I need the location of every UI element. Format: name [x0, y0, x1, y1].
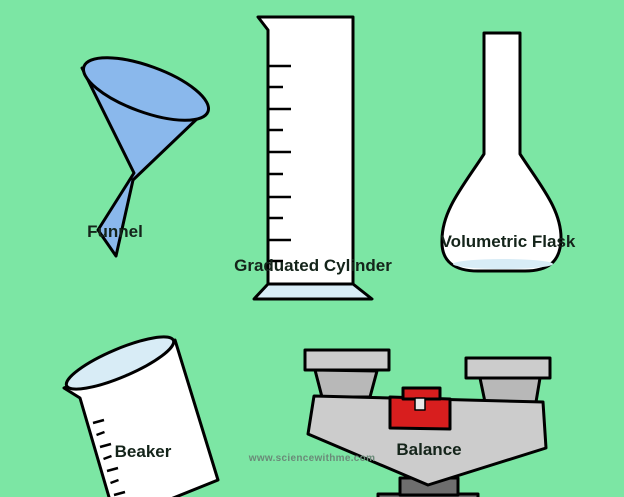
volumetric-flask-label: Volumetric Flask [440, 232, 576, 251]
website-url: www.sciencewithme.com [248, 453, 376, 464]
beaker-tick [96, 430, 105, 437]
beaker-label: Beaker [114, 442, 172, 461]
beaker-tick [110, 478, 119, 485]
beaker-tick [106, 466, 119, 473]
beaker-tick [103, 454, 112, 461]
beaker-tick [113, 490, 126, 497]
balance-icon [303, 348, 552, 497]
funnel-label: Funnel [87, 222, 143, 241]
funnel-icon [80, 56, 211, 258]
beaker-tick [92, 418, 105, 425]
beaker-icon [62, 335, 220, 497]
graduated-cylinder-label: Graduated Cylinder [234, 256, 392, 275]
balance-label: Balance [396, 440, 462, 459]
beaker-tick [99, 442, 112, 449]
volumetric-flask-icon [440, 31, 563, 273]
graduated-cylinder-icon [252, 15, 374, 301]
